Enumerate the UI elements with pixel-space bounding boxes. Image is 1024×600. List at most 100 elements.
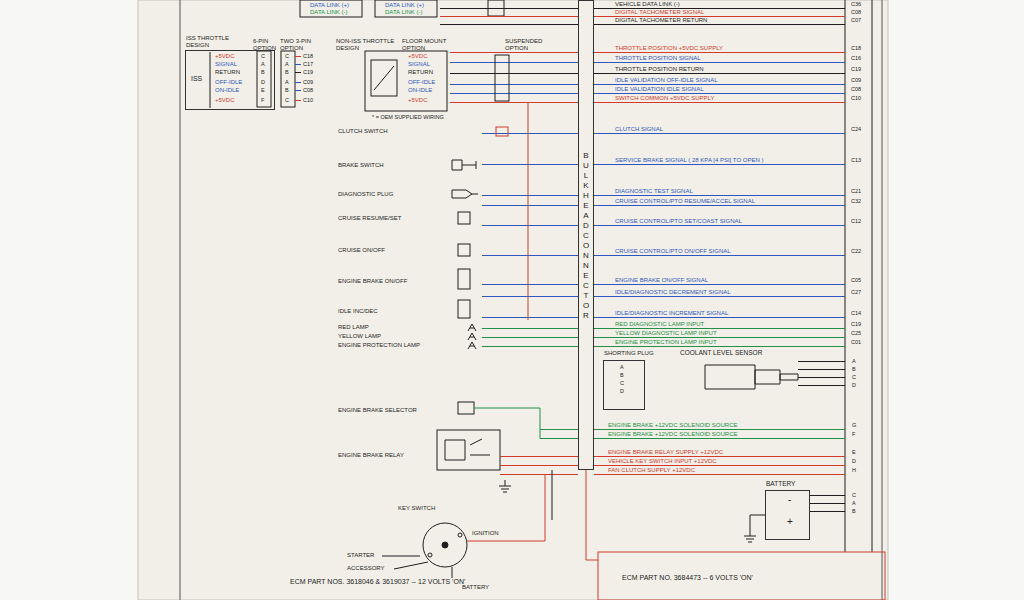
wire <box>450 102 578 103</box>
signal-label: ENGINE BRAKE SELECTOR <box>338 407 417 414</box>
signal-label: ENGINE PROTECTION LAMP INPUT <box>615 339 717 346</box>
signal-label: YELLOW LAMP <box>338 333 381 340</box>
wire <box>594 84 845 85</box>
wire <box>594 465 845 466</box>
wire <box>482 346 578 347</box>
signal-label: DIGITAL TACHOMETER RETURN <box>615 17 707 24</box>
node-label: ISS <box>191 75 202 83</box>
signal-label: RETURN <box>408 69 433 76</box>
pin-label: C16 <box>851 55 861 61</box>
signal-label: SIGNAL <box>215 61 237 68</box>
signal-label: ENGINE BRAKE +12VDC SOLENOID SOURCE <box>608 422 738 429</box>
pin-label: C <box>852 374 856 380</box>
signal-label: IDLE/DIAGNOSTIC INCREMENT SIGNAL <box>615 310 728 317</box>
wire <box>474 408 578 439</box>
switch-common-bus <box>528 103 529 321</box>
pin-label: C22 <box>851 248 861 254</box>
frame-line <box>180 0 181 600</box>
ecm-note-frame <box>598 552 885 600</box>
pin-label: C09 <box>851 77 861 83</box>
pin-label: H <box>852 467 856 473</box>
signal-label: CRUISE CONTROL/PTO RESUME/ACCEL SIGNAL <box>615 198 755 205</box>
wire <box>295 90 301 91</box>
signal-label: ENGINE PROTECTION LAMP <box>338 342 420 349</box>
pin-label: C25 <box>851 330 861 336</box>
wire <box>594 62 845 63</box>
pin-label: C <box>852 492 856 498</box>
connector-box <box>300 0 362 17</box>
leader-line <box>394 562 428 569</box>
signal-label: FAN CLUTCH SUPPLY +12VDC <box>608 467 695 474</box>
pin-label: C07 <box>851 17 861 23</box>
signal-label: BRAKE SWITCH <box>338 162 384 169</box>
poster-sheet <box>138 0 888 600</box>
lamp-symbol <box>468 342 476 349</box>
signal-label: DIGITAL TACHOMETER SIGNAL <box>615 9 704 16</box>
pin-label: C13 <box>851 157 861 163</box>
signal-label: DATA LINK (-) <box>310 9 347 16</box>
wire <box>450 84 578 85</box>
wire <box>594 24 845 25</box>
toggle-switch-symbol <box>458 269 470 289</box>
signal-label: THROTTLE POSITION RETURN <box>615 66 704 73</box>
pin-label: F <box>852 431 855 437</box>
wire <box>594 429 845 430</box>
pin-label: B <box>620 372 624 378</box>
pin-label: C18 <box>303 53 313 59</box>
wire <box>594 346 845 347</box>
wire <box>594 16 845 17</box>
signal-label: CRUISE CONTROL/PTO ON/OFF SIGNAL <box>615 248 731 255</box>
relay-coil <box>445 439 490 460</box>
wire <box>440 8 578 9</box>
wire <box>295 56 301 57</box>
pin-label: C24 <box>851 126 861 132</box>
non-iss-throttle-box <box>365 51 447 111</box>
wire <box>482 205 578 206</box>
signal-label: KEY SWITCH <box>398 505 435 512</box>
wire <box>798 369 845 370</box>
terminal-dot <box>458 533 462 537</box>
pin-label: C27 <box>851 289 861 295</box>
wire <box>594 102 845 103</box>
pin-label: C05 <box>851 277 861 283</box>
pin-label: D <box>261 79 265 85</box>
wire <box>295 72 301 73</box>
wire <box>467 475 545 542</box>
ground-symbol <box>744 530 756 542</box>
wire <box>482 296 578 297</box>
signal-label: BATTERY <box>462 584 489 591</box>
iss-divider <box>210 52 211 108</box>
signal-label: ENGINE BRAKE ON/OFF <box>338 278 407 285</box>
signal-label: +5VDC <box>408 53 428 60</box>
wire <box>482 284 578 285</box>
signal-label: IDLE VALIDATION IDLE SIGNAL <box>615 86 703 93</box>
pin-label: C14 <box>851 310 861 316</box>
pin-label: C08 <box>851 9 861 15</box>
signal-label: SERVICE BRAKE SIGNAL ( 28 KPA [4 PSI] TO… <box>615 157 763 164</box>
pin-label: C01 <box>851 339 861 345</box>
signal-label: VEHICLE KEY SWITCH INPUT +12VDC <box>608 458 717 465</box>
signal-label: - <box>788 494 791 506</box>
signal-label: STARTER <box>347 552 374 559</box>
wire <box>295 100 301 101</box>
signal-label: CLUTCH SIGNAL <box>615 126 663 133</box>
coolant-sensor-symbol <box>705 365 798 389</box>
frame-line <box>882 0 883 600</box>
pin-label: C32 <box>851 198 861 204</box>
wire <box>482 337 578 338</box>
pin-label: D <box>852 458 856 464</box>
toggle-switch-symbol <box>458 244 470 256</box>
signal-label: VEHICLE DATA LINK (-) <box>615 1 680 8</box>
signal-label: IDLE/DIAGNOSTIC DECREMENT SIGNAL <box>615 289 731 296</box>
wire <box>586 470 598 560</box>
wire <box>750 515 765 530</box>
pin-label: C36 <box>851 1 861 7</box>
wire <box>482 328 578 329</box>
toggle-switch-symbol <box>458 212 470 224</box>
pin-label: C <box>261 53 265 59</box>
wire <box>482 195 578 196</box>
signal-label: CRUISE ON/OFF <box>338 247 385 254</box>
signal-label: +5VDC <box>215 53 235 60</box>
signal-label: SIGNAL <box>408 61 430 68</box>
pin-label: A <box>285 79 289 85</box>
